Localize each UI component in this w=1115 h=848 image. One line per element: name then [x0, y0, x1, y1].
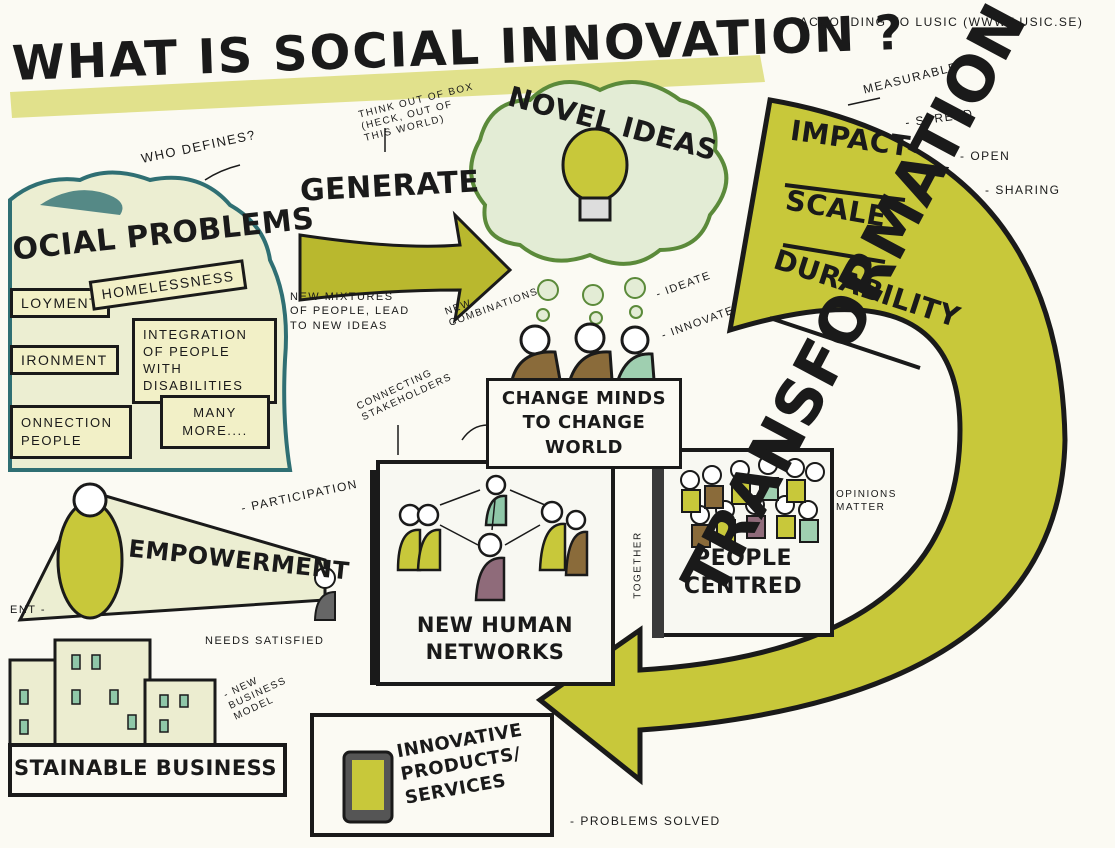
title-highlight	[10, 55, 765, 118]
transformation-arrow	[535, 97, 1068, 786]
people-centred-label: PEOPLE CENTRED	[683, 546, 803, 599]
problem-environment: IRONMENT	[10, 345, 119, 375]
networks-shadow	[370, 470, 380, 685]
empowerment-figure	[56, 500, 124, 620]
problems-solved-note: - PROBLEMS SOLVED	[570, 814, 721, 828]
thought-bubble	[589, 311, 603, 325]
thought-bubble	[536, 308, 550, 322]
sharing-note: - SHARING	[985, 183, 1061, 197]
people-centred-shadow	[652, 458, 664, 638]
thought-bubble	[629, 305, 643, 319]
open-note: - OPEN	[960, 149, 1011, 163]
change-minds-box: CHANGE MINDS TO CHANGE WORLD	[486, 378, 682, 469]
thought-bubble	[582, 284, 604, 306]
sustainable-business-label: STAINABLE BUSINESS	[14, 756, 277, 780]
thought-bubble	[537, 279, 559, 301]
small-figure	[313, 590, 336, 621]
problem-employment: LOYMENT	[10, 288, 111, 318]
source-note: - ACCORDING TO LUSIC (WWW.LUSIC.SE)	[790, 15, 1084, 29]
small-figure-head	[314, 567, 336, 589]
problem-connection: ONNECTION PEOPLE	[10, 405, 132, 460]
impact-underlines	[769, 183, 921, 370]
empowerment-left-note: ENT -	[10, 604, 47, 616]
generate-arrow	[298, 210, 513, 325]
figure-head	[72, 482, 108, 518]
problem-many-more: MANY MORE....	[160, 395, 270, 450]
network-figures	[396, 474, 589, 602]
ideators-group	[510, 322, 656, 382]
thought-bubble	[624, 277, 646, 299]
note-ticks	[204, 97, 881, 455]
business-box	[8, 743, 287, 797]
bulb-base	[578, 196, 612, 222]
needs-satisfied-note: NEEDS SATISFIED	[205, 635, 325, 647]
cloud-cap	[40, 190, 123, 215]
tablet-screen	[352, 760, 384, 810]
crowd-figures	[680, 455, 825, 548]
new-mixtures-note: NEW MIXTURES OF PEOPLE, LEAD TO NEW IDEA…	[290, 291, 410, 332]
building-windows	[19, 654, 189, 735]
buildings-group	[8, 638, 217, 752]
opinions-matter-note: OPINIONS MATTER	[836, 489, 897, 513]
network-links	[439, 489, 546, 546]
new-human-networks-label: NEW HUMAN NETWORKS	[416, 613, 574, 665]
problem-integration: INTEGRATION OF PEOPLE WITH DISABILITIES	[132, 318, 277, 404]
together-note: TOGETHER	[632, 531, 644, 599]
